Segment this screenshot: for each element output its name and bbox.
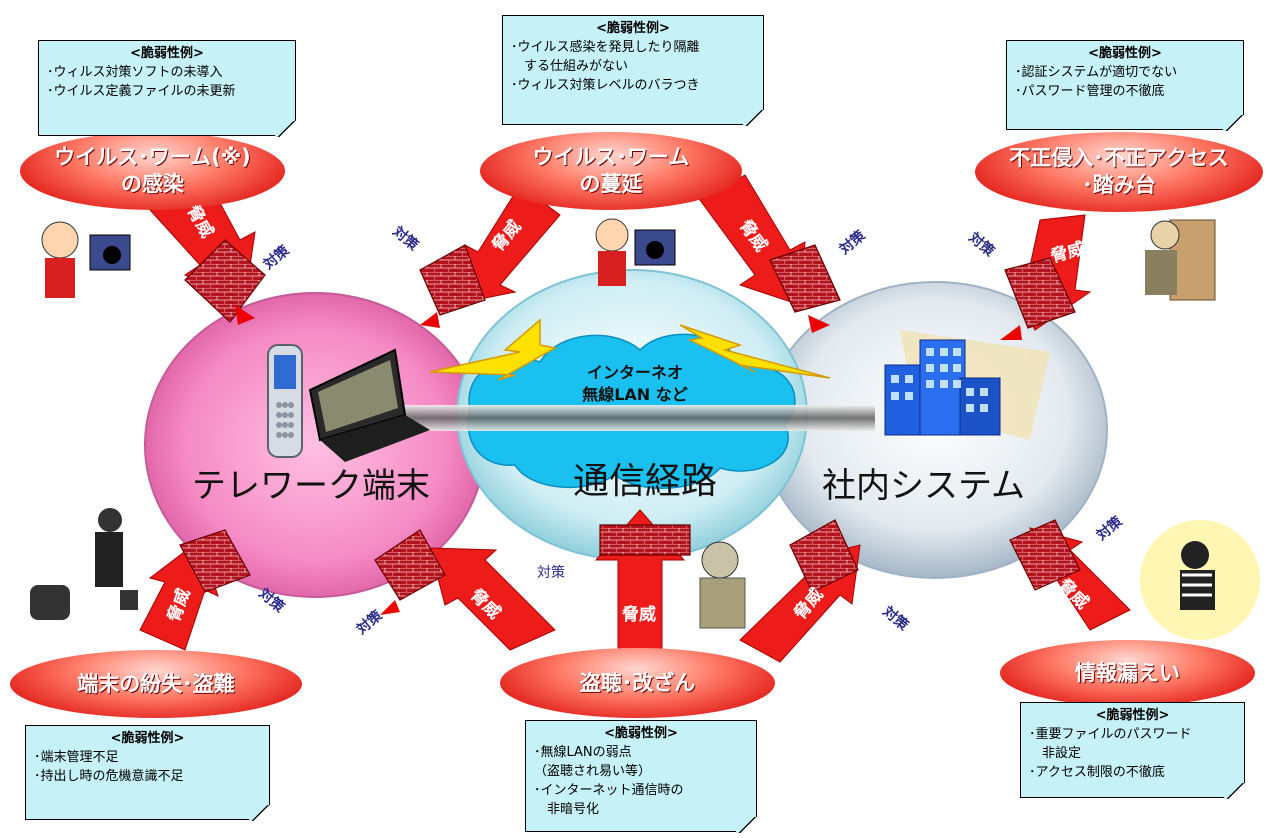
note-title: <脆弱性例>: [604, 726, 678, 741]
cloud-label-line1: インターネオ: [586, 363, 683, 382]
office-building-icon: [884, 330, 1050, 440]
firewall-virus-spread-right: [769, 244, 841, 313]
note-virus-spread: <脆弱性例> ･ウイルス感染を発見したり隔離 する仕組みがない ･ウィルス対策レ…: [502, 15, 765, 126]
note-item: （盗聴され易い等）: [534, 764, 652, 779]
threat-arrow-tapping-left: [429, 547, 556, 651]
note-tapping: <脆弱性例> ･無線LANの弱点 （盗聴され易い等） ･インターネット通信時の …: [525, 720, 758, 833]
firewall-leak: [1009, 519, 1081, 591]
threat-leak: 情報漏えい: [1000, 640, 1255, 706]
note-item: ･ウイルス定義ファイルの未更新: [47, 84, 236, 99]
firewall-virus-spread-left: [419, 244, 486, 316]
note-item: 非設定: [1029, 746, 1082, 761]
note-leak: <脆弱性例> ･重要ファイルのパスワード 非設定 ･アクセス制限の不徹底: [1020, 702, 1246, 799]
threat-tapping-line1: 盗聴･改ざん: [579, 670, 696, 695]
firewall-loss-theft: [179, 529, 251, 593]
note-title: <脆弱性例>: [1095, 708, 1170, 723]
countermeasure-label: 対策: [537, 565, 565, 581]
note-title: <脆弱性例>: [130, 46, 204, 61]
note-item: ･認証システムが適切でない: [1015, 65, 1178, 80]
note-item: ･アクセス制限の不徹底: [1029, 765, 1165, 780]
note-item: ･持出し時の危機意識不足: [34, 769, 184, 784]
threat-virus-infection-line2: の感染: [121, 172, 184, 196]
note-item: ･端末管理不足: [34, 750, 119, 765]
firewall-virus-infection: [184, 239, 266, 323]
network-pipe: [395, 405, 875, 431]
note-virus-infection: <脆弱性例> ･ウィルス対策ソフトの未導入 ･ウイルス定義ファイルの未更新: [38, 40, 297, 137]
intruder-figure: [1145, 219, 1216, 301]
threat-intrusion-line1: 不正侵入･不正アクセス: [1009, 146, 1229, 170]
note-title: <脆弱性例>: [596, 21, 670, 36]
threat-virus-infection: ウイルス･ワーム(※) の感染: [20, 132, 285, 210]
note-item: ･インターネット通信時の: [534, 783, 684, 798]
firewall-intrusion: [1004, 257, 1076, 329]
note-item: ･重要ファイルのパスワード: [1029, 727, 1192, 742]
note-item: ･ウィルス対策ソフトの未導入: [47, 65, 223, 80]
note-item: 非暗号化: [534, 802, 600, 817]
node-label-system: 社内システム: [822, 466, 1025, 506]
note-loss-theft: <脆弱性例> ･端末管理不足 ･持出し時の危機意識不足: [25, 725, 271, 821]
note-item: ･無線LANの弱点: [534, 745, 632, 760]
node-label-channel: 通信経路: [573, 461, 718, 502]
threat-tapping: 盗聴･改ざん: [500, 648, 775, 718]
note-title: <脆弱性例>: [110, 731, 185, 746]
mobile-phone-icon: [267, 344, 303, 458]
hacker-figure-center: [595, 218, 676, 286]
threat-virus-infection-line1: ウイルス･ワーム(※): [54, 145, 251, 169]
eavesdropper-figure: [699, 541, 746, 629]
node-label-terminal: テレワーク端末: [192, 466, 430, 506]
threat-leak-line1: 情報漏えい: [1075, 660, 1180, 685]
thief-figure-loss: [30, 508, 138, 620]
note-item: ･ウィルス対策レベルのバラつき: [511, 78, 700, 93]
firewall-tapping-right: [789, 519, 859, 593]
firewall-tapping-left: [374, 529, 446, 601]
note-item: ･パスワード管理の不徹底: [1015, 84, 1165, 99]
threat-loss-theft: 端末の紛失･盗難: [10, 650, 302, 718]
note-intrusion: <脆弱性例> ･認証システムが適切でない ･パスワード管理の不徹底: [1006, 40, 1245, 131]
threat-intrusion: 不正侵入･不正アクセス ･踏み台: [975, 132, 1263, 212]
note-item: ･ウイルス感染を発見したり隔離: [511, 40, 700, 55]
thief-figure-leak: [1140, 520, 1260, 640]
hacker-figure-left: [41, 221, 131, 298]
lightning-left: [429, 318, 558, 381]
lightning-right: [679, 324, 831, 379]
cloud-label-line2: 無線LAN など: [582, 385, 688, 404]
firewall-tapping-center: [599, 524, 691, 556]
threat-intrusion-line2: ･踏み台: [1082, 173, 1156, 197]
cloud-label: インターネオ 無線LAN など: [540, 362, 730, 406]
note-title: <脆弱性例>: [1088, 46, 1162, 61]
threat-loss-theft-line1: 端末の紛失･盗難: [77, 671, 235, 696]
threat-virus-spread-line1: ウイルス･ワーム: [532, 145, 690, 169]
threat-label: 脅威: [622, 605, 656, 625]
threat-virus-spread-line2: の蔓延: [579, 172, 643, 196]
note-item: する仕組みがない: [511, 59, 629, 74]
laptop-icon: [308, 348, 430, 462]
threat-virus-spread: ウイルス･ワーム の蔓延: [480, 132, 742, 210]
